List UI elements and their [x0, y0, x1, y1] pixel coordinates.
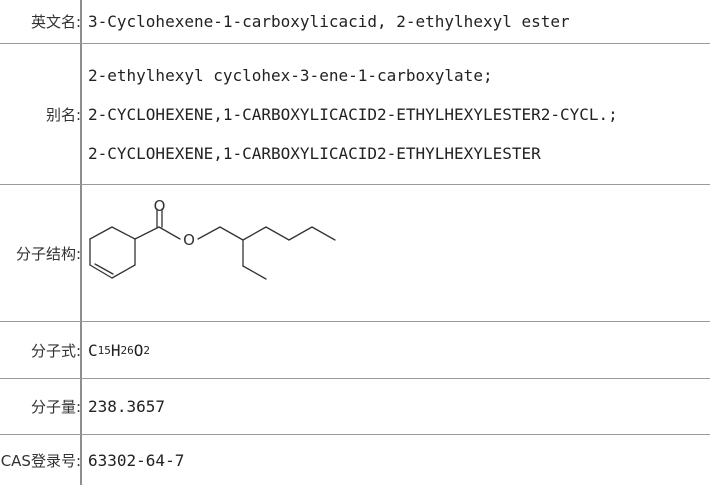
carbonyl-oxygen-label: O: [154, 197, 166, 215]
formula-subscript: 15: [97, 343, 111, 357]
column-divider: [80, 379, 82, 434]
bond: [265, 226, 290, 241]
english-name-row: 英文名: 3-Cyclohexene-1-carboxylicacid, 2-e…: [0, 0, 710, 44]
cas-number-value: 63302-64-7: [88, 450, 185, 470]
bond: [288, 226, 313, 241]
bond: [242, 226, 267, 241]
column-divider: [80, 0, 82, 43]
aliases-row: 别名: 2-ethylhexyl cyclohex-3-ene-1-carbox…: [0, 44, 710, 185]
formula-label: 分子式:: [30, 341, 81, 360]
ring-bond: [111, 264, 136, 279]
aliases-label: 别名:: [45, 105, 81, 124]
bond: [197, 226, 221, 240]
molecular-weight-row: 分子量: 238.3657: [0, 379, 710, 435]
column-divider: [80, 185, 82, 321]
bond: [242, 265, 267, 280]
alias-line: 2-ethylhexyl cyclohex-3-ene-1-carboxylat…: [88, 65, 493, 85]
column-divider: [80, 44, 82, 184]
formula-subscript: 2: [143, 343, 151, 357]
ring-double-bond: [94, 263, 114, 275]
formula-element: H: [110, 340, 121, 360]
formula-element: C: [88, 340, 98, 360]
english-name-value: 3-Cyclohexene-1-carboxylicacid, 2-ethylh…: [88, 12, 570, 31]
ester-oxygen-label: O: [183, 231, 195, 249]
ring-bond: [111, 226, 136, 240]
ring-bond: [89, 264, 113, 279]
alias-line: 2-CYCLOHEXENE,1-CARBOXYLICACID2-ETHYLHEX…: [88, 104, 618, 124]
formula-subscript: 26: [120, 343, 134, 357]
formula-element: O: [133, 340, 144, 360]
bond: [311, 226, 336, 241]
bond: [158, 226, 181, 240]
column-divider: [80, 435, 82, 485]
structure-row: 分子结构:: [0, 185, 710, 322]
alias-line: 2-CYCLOHEXENE,1-CARBOXYLICACID2-ETHYLHEX…: [88, 143, 541, 163]
aliases-values: 2-ethylhexyl cyclohex-3-ene-1-carboxylat…: [88, 44, 710, 184]
bond: [219, 226, 244, 241]
column-divider: [80, 322, 82, 378]
bond: [134, 226, 160, 240]
ring-bond: [89, 226, 113, 240]
molecular-weight-label: 分子量:: [30, 398, 81, 416]
molecular-weight-value: 238.3657: [88, 397, 166, 416]
cas-number-label: CAS登录号:: [0, 451, 81, 470]
structure-label: 分子结构:: [15, 244, 81, 263]
molecular-structure-diagram: O O: [89, 197, 336, 280]
cas-number-row: CAS登录号: 63302-64-7: [0, 435, 710, 485]
english-name-label: 英文名:: [30, 13, 81, 31]
